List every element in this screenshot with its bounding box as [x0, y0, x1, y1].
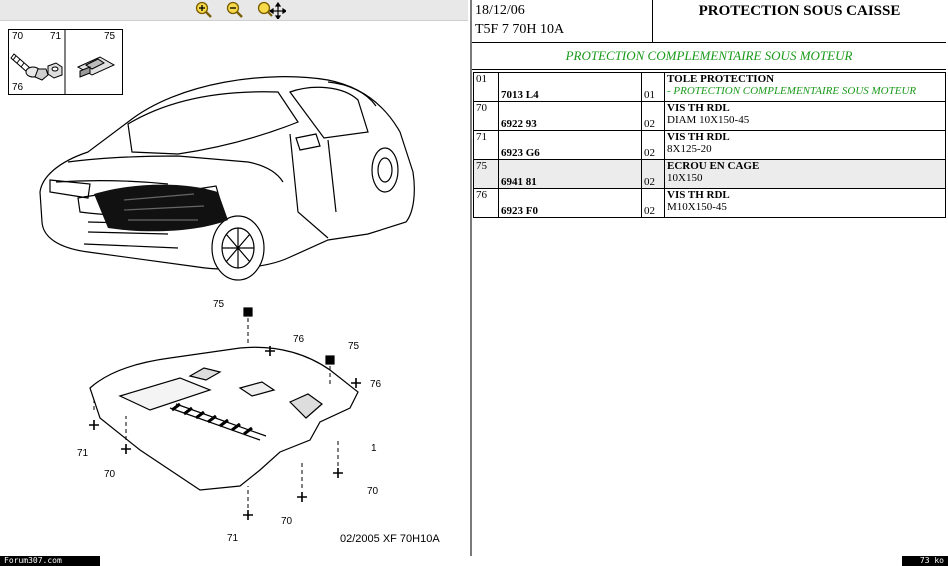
callout-76: 76 [370, 379, 382, 390]
table-row[interactable]: 71 6923 G6 02 VIS TH RDL 8X125-20 [473, 130, 946, 160]
panel-divider[interactable] [470, 0, 472, 556]
car-illustration [39, 76, 415, 281]
header-info: 18/12/06 T5F 7 70H 10A [472, 0, 653, 43]
header-date: 18/12/06 [475, 3, 525, 18]
diagram-panel: 70 71 75 76 [0, 0, 470, 556]
parts-panel: 18/12/06 T5F 7 70H 10A PROTECTION SOUS C… [472, 0, 948, 556]
callout-71: 71 [227, 533, 239, 544]
callout-1: 1 [371, 443, 377, 454]
section-title: PROTECTION COMPLEMENTAIRE SOUS MOTEUR [472, 43, 946, 70]
part-name: VIS TH RDL [667, 189, 730, 201]
part-reference[interactable]: 6922 93 [498, 101, 642, 131]
legend-label-76: 76 [12, 82, 24, 93]
part-description: ECROU EN CAGE 10X150 [664, 159, 946, 189]
nut-icon [47, 62, 63, 79]
bolt-icon [10, 53, 49, 81]
callout-76: 76 [293, 334, 305, 345]
callout-71: 71 [77, 448, 89, 459]
table-row[interactable]: 70 6922 93 02 VIS TH RDL DIAM 10X150-45 [473, 101, 946, 131]
callout-75: 75 [348, 341, 360, 352]
callout-70: 70 [367, 486, 379, 497]
part-reference[interactable]: 6923 G6 [498, 130, 642, 160]
part-reference[interactable]: 6941 81 [498, 159, 642, 189]
part-description: VIS TH RDL 8X125-20 [664, 130, 946, 160]
part-quantity: 01 [641, 72, 665, 102]
part-detail: - PROTECTION COMPLEMENTAIRE SOUS MOTEUR [667, 85, 917, 97]
part-number: 76 [473, 188, 499, 218]
zoom-out-icon[interactable] [225, 1, 245, 19]
table-row[interactable]: 01 7013 L4 01 TOLE PROTECTION - PROTECTI… [473, 72, 946, 102]
table-row[interactable]: 75 6941 81 02 ECROU EN CAGE 10X150 [473, 159, 946, 189]
part-detail: DIAM 10X150-45 [667, 114, 750, 126]
zoom-toolbar [0, 0, 468, 21]
part-number: 71 [473, 130, 499, 160]
callout-70: 70 [281, 516, 293, 527]
zoom-in-icon[interactable] [194, 1, 214, 19]
legend-label-75: 75 [104, 31, 116, 42]
part-quantity: 02 [641, 159, 665, 189]
part-name: ECROU EN CAGE [667, 160, 760, 172]
undertray-diagram [89, 307, 361, 520]
part-number: 70 [473, 101, 499, 131]
table-row[interactable]: 76 6923 F0 02 VIS TH RDL M10X150-45 [473, 188, 946, 218]
footer-site: Forum307.com [0, 556, 100, 566]
part-quantity: 02 [641, 188, 665, 218]
part-name: TOLE PROTECTION [667, 73, 775, 85]
part-quantity: 02 [641, 130, 665, 160]
legend-label-70: 70 [12, 31, 24, 42]
parts-legend-box [8, 29, 123, 95]
zoom-move-icon[interactable] [256, 1, 286, 19]
part-number: 01 [473, 72, 499, 102]
footer-size: 73 ko [902, 556, 948, 566]
part-name: VIS TH RDL [667, 131, 730, 143]
part-quantity: 02 [641, 101, 665, 131]
part-number: 75 [473, 159, 499, 189]
callout-70: 70 [104, 469, 116, 480]
part-description: TOLE PROTECTION - PROTECTION COMPLEMENTA… [664, 72, 946, 102]
part-description: VIS TH RDL M10X150-45 [664, 188, 946, 218]
part-detail: 10X150 [667, 172, 703, 184]
part-description: VIS TH RDL DIAM 10X150-45 [664, 101, 946, 131]
part-name: VIS TH RDL [667, 102, 730, 114]
part-detail: M10X150-45 [667, 201, 727, 213]
header-reference: T5F 7 70H 10A [475, 22, 565, 37]
legend-label-71: 71 [50, 31, 62, 42]
parts-table: 01 7013 L4 01 TOLE PROTECTION - PROTECTI… [473, 72, 946, 218]
part-reference[interactable]: 7013 L4 [498, 72, 642, 102]
cage-nut-icon [76, 56, 116, 78]
callout-75: 75 [213, 299, 225, 310]
part-detail: 8X125-20 [667, 143, 712, 155]
part-reference[interactable]: 6923 F0 [498, 188, 642, 218]
diagram-caption: 02/2005 XF 70H10A [340, 533, 440, 545]
page-title: PROTECTION SOUS CAISSE [653, 0, 946, 43]
footer-bar: Forum307.com 73 ko [0, 556, 948, 566]
